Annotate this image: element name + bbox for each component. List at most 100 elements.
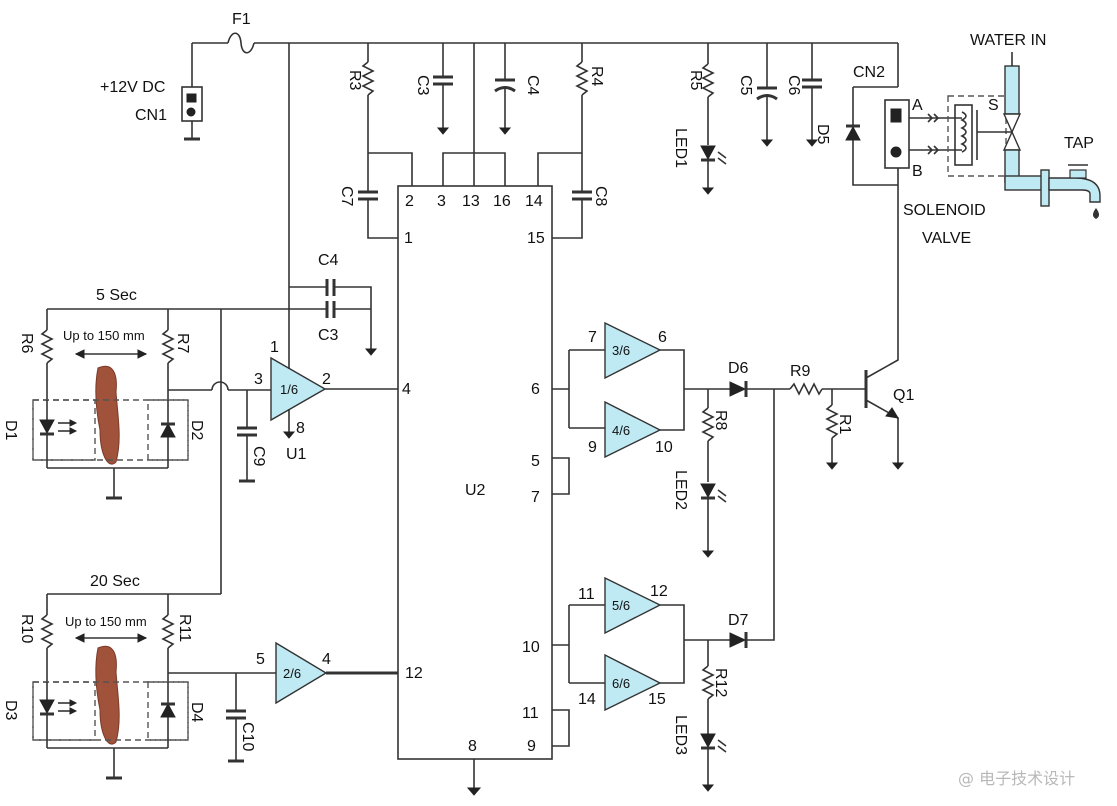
u2-top-wiring [367,152,583,186]
fuse-f1: F1 [227,11,255,54]
valve-s-label: S [988,97,999,114]
u2-pin-3: 3 [437,193,446,210]
led1-branch: R5 LED1 [672,43,727,195]
d7-label: D7 [728,612,749,629]
g3-pin-in: 7 [588,329,597,346]
g1-pin-in: 3 [254,371,263,388]
valve-b-label: B [912,163,923,180]
u2-pin-4: 4 [402,381,411,398]
u2-pin-15: 15 [527,230,545,247]
resistor-r8-led2: R8 LED2 [672,389,729,558]
solenoid-label-2: VALVE [922,230,971,247]
c9-label: C9 [250,446,267,467]
u2-pin-11: 11 [522,705,539,722]
connector-cn1: +12V DC CN1 [100,79,203,141]
u1-label: U1 [286,446,307,463]
c5-label: C5 [737,75,754,96]
u2-pin-8: 8 [468,738,477,755]
resistor-r3: R3 [346,43,375,153]
r10-label: R10 [18,614,35,643]
sensor-20-sec: 20 Sec R10 R11 Up to 150 mm D3 [2,573,276,780]
power-supply-label: +12V DC [100,79,165,96]
capacitor-c5: C5 [737,43,778,147]
d4-label: D4 [188,702,205,723]
c4b-label: C4 [318,252,339,269]
g2-pin-in: 5 [256,651,265,668]
d2-label: D2 [188,420,205,441]
r5-label: R5 [687,70,704,91]
transistor-driver: R9 R1 Q1 [789,290,914,470]
gate-1-label: 1/6 [280,382,298,397]
water-in-label: WATER IN [970,32,1046,49]
sensor-range-label-1: Up to 150 mm [63,328,145,343]
u2-pin-6: 6 [531,381,540,398]
d1-label: D1 [2,420,19,441]
resistor-r4: R4 [575,43,605,153]
cn1-label: CN1 [135,107,167,124]
solenoid-label-1: SOLENOID [903,202,986,219]
r7-label: R7 [174,333,191,354]
g5-pin-in: 11 [578,586,595,603]
timer-5-sec-label: 5 Sec [96,287,137,304]
gate-2-label: 2/6 [283,666,301,681]
solenoid-valve-block: D5 CN2 A B S SOLENOID VALVE [814,43,1012,290]
gate-4-label: 4/6 [612,423,630,438]
capacitor-pair-c4-c3: C4 C3 [289,252,378,356]
valve-a-label: A [912,97,923,114]
capacitor-c3: C3 [414,43,453,135]
c3b-label: C3 [318,327,339,344]
r8-label: R8 [712,410,729,431]
g5-pin-out: 12 [650,583,668,600]
d3-label: D3 [2,700,19,721]
d6-label: D6 [728,360,749,377]
u2-pin-2: 2 [405,193,414,210]
gate-6-label: 6/6 [612,676,630,691]
c8-label: C8 [592,186,609,207]
c6-label: C6 [785,75,802,96]
diode-d6: D6 [728,360,790,397]
gate-2-6: 2/6 5 4 [256,641,398,705]
u2-pin-1: 1 [404,230,413,247]
gate-pair-lower: 5/6 6/6 11 12 14 15 [552,576,730,712]
capacitor-c8: C8 [552,185,609,239]
u2-pin-13: 13 [462,193,480,210]
u2-pin-10: 10 [522,639,540,656]
u2-pin-16: 16 [493,193,511,210]
r1-label: R1 [836,414,853,435]
sensor-range-label-2: Up to 150 mm [65,614,147,629]
gate-5-label: 5/6 [612,598,630,613]
tap-label: TAP [1064,135,1094,152]
diode-d7: D7 [728,389,775,648]
capacitor-c4: C4 [494,43,541,135]
c10-label: C10 [239,722,256,751]
water-pipe-tap: WATER IN TAP [970,32,1101,219]
capacitor-c7: C7 [338,185,398,239]
g1-pin-vcc: 1 [270,339,279,356]
gate-1-6: 1/6 1 3 2 8 U1 [254,339,398,463]
r4-label: R4 [588,66,605,87]
g6-pin-out: 15 [648,691,666,708]
u2-pin-14: 14 [525,193,543,210]
gate-3-label: 3/6 [612,343,630,358]
c4-label: C4 [524,75,541,96]
fuse-label: F1 [232,11,251,28]
g1-pin-out: 2 [322,371,331,388]
cn2-label: CN2 [853,64,885,81]
g6-pin-in: 14 [578,691,596,708]
watermark: @ 电子技术设计 [958,769,1075,788]
g4-pin-out: 10 [655,439,673,456]
gate-pair-upper: 3/6 4/6 7 6 9 10 [552,321,730,459]
u2-pin-7: 7 [531,489,540,506]
sensor-5-sec: 5 Sec R6 R7 Up to 150 mm D1 [2,287,289,500]
power-rail [191,42,898,87]
g2-pin-out: 4 [322,651,331,668]
u2-label: U2 [465,482,486,499]
u2-pin-5: 5 [531,453,540,470]
u2-pin-9: 9 [527,738,536,755]
g3-pin-out: 6 [658,329,667,346]
led2-label: LED2 [672,470,689,510]
led3-label: LED3 [672,715,689,755]
d5-label: D5 [814,124,831,145]
g1-pin-gnd: 8 [296,420,305,437]
